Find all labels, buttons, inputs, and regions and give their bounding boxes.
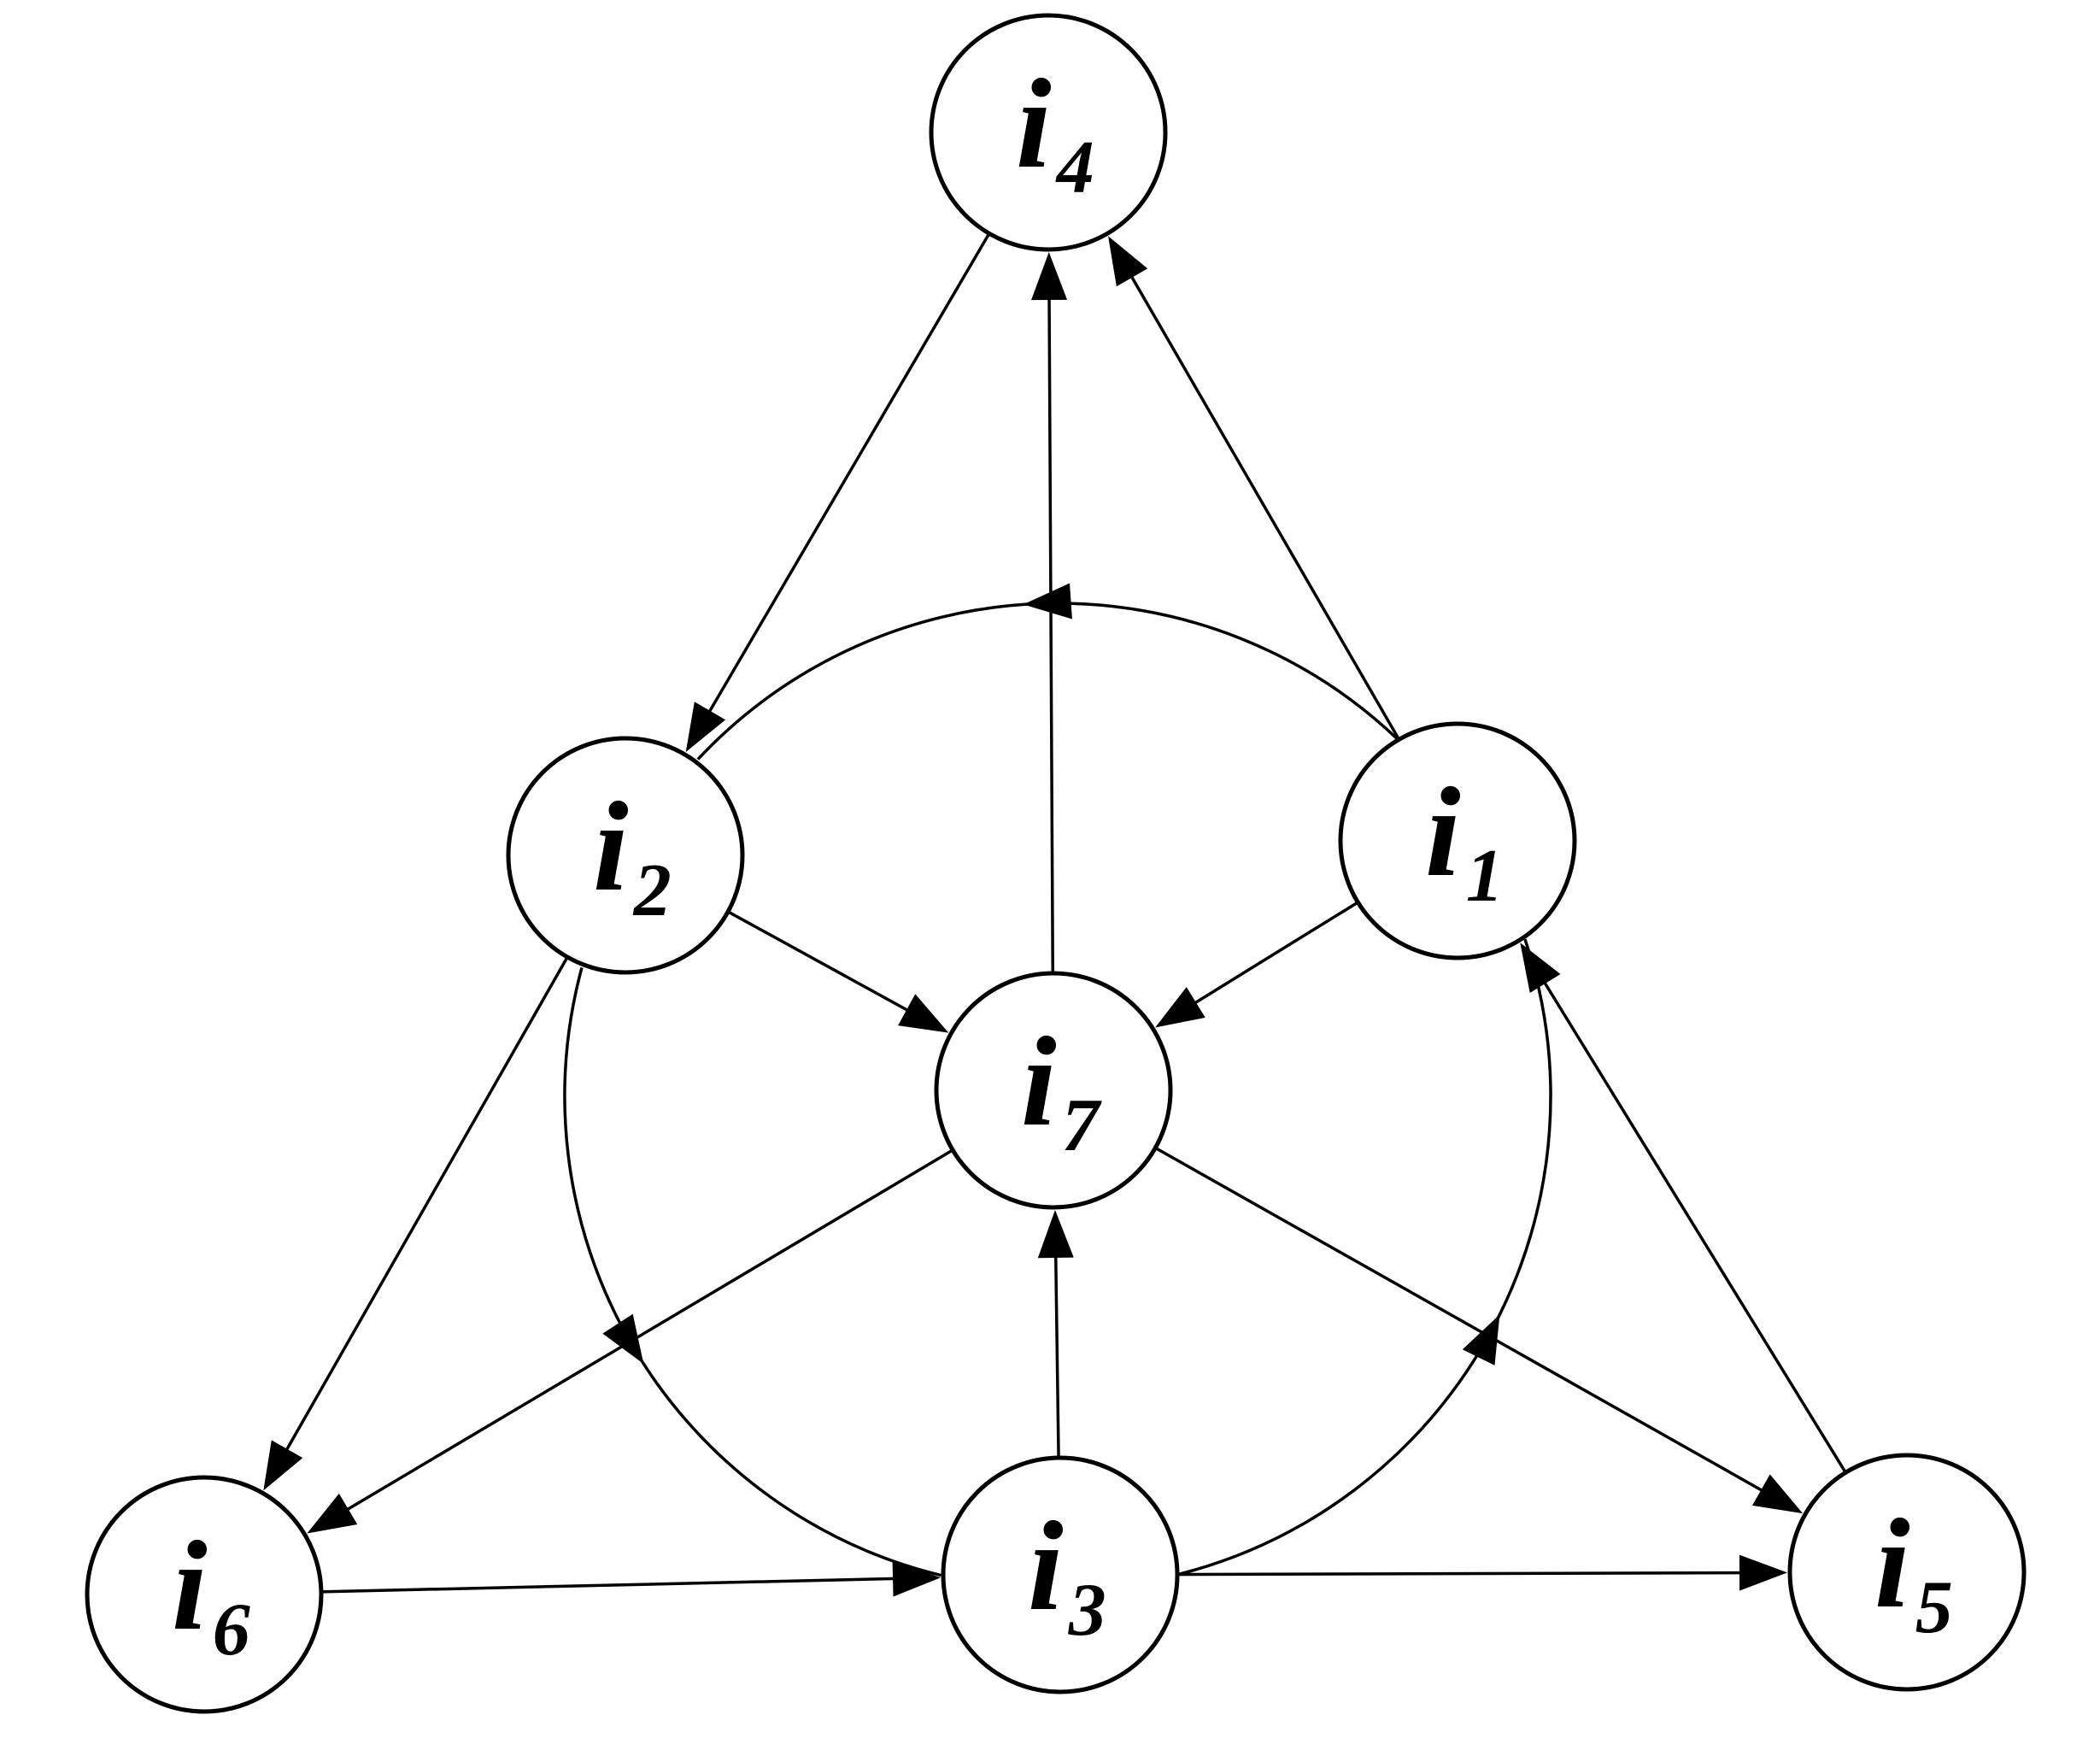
edge-line: [1169, 901, 1359, 1020]
edge-line: [1115, 250, 1400, 741]
edge-l2-to-l7: [727, 910, 949, 1033]
arrowhead: [898, 994, 949, 1033]
arrowhead: [1520, 943, 1561, 993]
arc-line: [563, 966, 941, 1577]
node-subscript: 7: [1062, 1084, 1102, 1167]
node-subscript: 3: [1068, 1569, 1106, 1652]
node-subscript: 5: [1915, 1566, 1953, 1649]
arrowhead: [1462, 1314, 1500, 1365]
edge-l2-to-l6: [263, 956, 569, 1491]
edge-l3-to-l5: [1176, 1554, 1788, 1591]
node-label: i5: [1874, 1493, 1953, 1649]
edge-l3-to-l1: [1179, 938, 1552, 1576]
edge-l1-to-l4: [1108, 236, 1400, 741]
arrowhead: [1023, 583, 1072, 620]
node-circle: [941, 1455, 1180, 1694]
node-circle: [506, 736, 745, 975]
edge-l3-to-l7: [1037, 1209, 1074, 1459]
node-l3: i3: [941, 1455, 1180, 1694]
node-circle: [934, 971, 1173, 1210]
node-l6: i6: [85, 1475, 324, 1714]
edge-l1-to-l7: [1155, 901, 1359, 1028]
edge-l4-to-l2: [685, 232, 991, 753]
arrowhead: [1155, 987, 1205, 1028]
node-circle: [1338, 721, 1577, 960]
node-symbol: i: [1425, 761, 1461, 903]
node-l5: i5: [1787, 1453, 2027, 1692]
node-l1: i1: [1338, 721, 1577, 960]
edge-l2-to-l3: [563, 966, 941, 1577]
edge-l5-to-l1: [1520, 943, 1847, 1474]
node-circle: [85, 1475, 324, 1714]
arrowhead: [685, 702, 726, 753]
edge-line: [1154, 1146, 1789, 1506]
edge-line: [1176, 1571, 1771, 1577]
edge-line: [320, 1576, 924, 1594]
arrowhead: [1037, 1209, 1074, 1259]
node-symbol: i: [172, 1515, 208, 1657]
node-label: i7: [1021, 1011, 1102, 1167]
node-label: i6: [172, 1515, 250, 1671]
arc-line: [696, 602, 1398, 760]
arrowhead: [1108, 236, 1148, 287]
node-symbol: i: [1016, 53, 1052, 195]
node-symbol: i: [1874, 1493, 1910, 1635]
edge-line: [727, 910, 935, 1026]
node-subscript: 4: [1055, 126, 1094, 209]
arrowhead: [892, 1560, 941, 1597]
edge-line: [1047, 268, 1055, 974]
node-circle: [1787, 1453, 2027, 1692]
node-l4: i4: [929, 13, 1168, 252]
edge-line: [1053, 1226, 1060, 1459]
node-label: i2: [593, 776, 672, 932]
edge-l1-to-l2: [696, 583, 1398, 760]
arrowhead: [307, 1493, 358, 1534]
node-circle: [929, 13, 1168, 252]
node-l7: i7: [934, 971, 1173, 1210]
arrowhead: [1751, 1474, 1804, 1514]
node-symbol: i: [1028, 1495, 1064, 1637]
node-symbol: i: [1021, 1011, 1057, 1153]
node-symbol: i: [593, 776, 629, 918]
edge-l7-to-l4: [1031, 251, 1068, 974]
node-label: i1: [1425, 761, 1504, 918]
edge-line: [693, 232, 991, 738]
node-label: i4: [1016, 53, 1094, 209]
node-subscript: 1: [1466, 835, 1504, 918]
edges-layer: [263, 232, 1847, 1597]
arrowhead: [1739, 1554, 1788, 1591]
edge-l6-to-l3: [320, 1560, 941, 1597]
edge-line: [1528, 956, 1847, 1474]
arrowhead: [602, 1313, 644, 1365]
arrowhead: [1031, 251, 1068, 301]
node-label: i3: [1028, 1495, 1106, 1652]
arc-line: [1179, 938, 1552, 1576]
node-subscript: 6: [213, 1589, 250, 1671]
edge-l7-to-l5: [1154, 1146, 1804, 1514]
node-subscript: 2: [632, 849, 672, 932]
edge-line: [270, 956, 569, 1477]
arrowhead: [263, 1440, 303, 1491]
node-l2: i2: [506, 736, 745, 975]
